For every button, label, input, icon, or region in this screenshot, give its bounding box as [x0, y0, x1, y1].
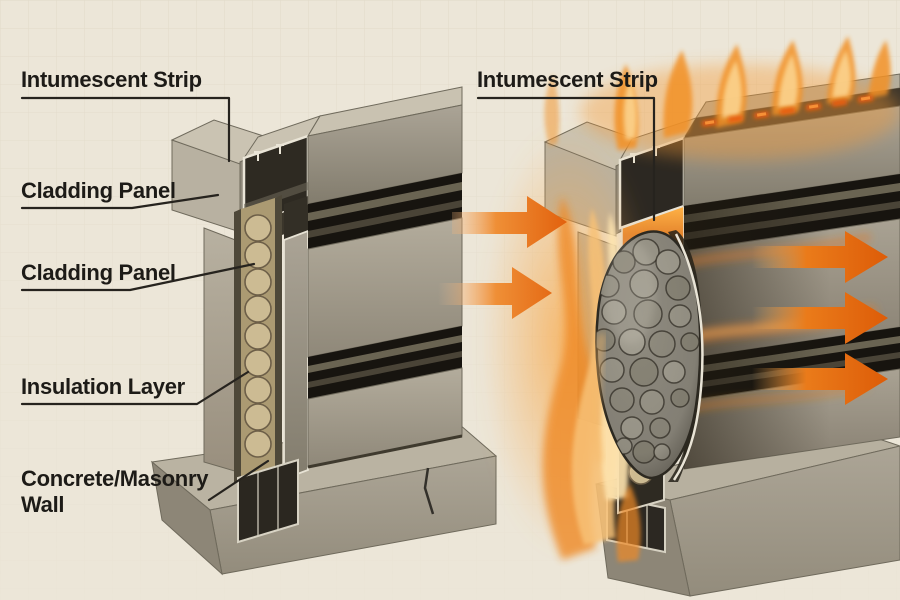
flame-lick [591, 333, 606, 463]
leader-insulation-layer [20, 370, 250, 406]
glowing-strip-dashes [701, 94, 874, 128]
leader-concrete-wall [207, 459, 270, 502]
panel-clip-hooks [630, 146, 660, 163]
heat-arrow-out-3 [752, 353, 888, 405]
heat-arrows-in [438, 196, 567, 319]
panel-clip-hooks [254, 144, 284, 161]
heat-arrow-out-2 [752, 292, 888, 344]
left-base-recess [237, 458, 299, 544]
label-cladding-panel-1: Cladding Panel [21, 178, 176, 203]
label-cladding-panel-2: Cladding Panel [21, 260, 176, 285]
leader-intumescent-strip-right [476, 96, 656, 222]
heat-arrows-out [752, 231, 888, 405]
panel-bottom-shadow [307, 434, 463, 469]
bowed-panel-edge [672, 233, 704, 481]
left-insulation-column [234, 195, 282, 489]
heat-arrow-in-2 [438, 267, 552, 319]
expanded-char-seal [591, 230, 704, 482]
label-concrete-masonry-wall: Concrete/Masonry Wall [21, 466, 209, 517]
label-insulation-layer: Insulation Layer [21, 374, 185, 399]
label-intumescent-strip-right: Intumescent Strip [477, 67, 658, 92]
heat-arrow-out-1 [752, 231, 888, 283]
base-crack [423, 467, 435, 515]
leader-intumescent-strip-left [20, 96, 231, 163]
label-intumescent-strip-left: Intumescent Strip [21, 67, 202, 92]
leader-cladding-panel-1 [20, 193, 220, 210]
heat-arrow-in-1 [452, 196, 567, 248]
left-cladding-panels [306, 86, 463, 469]
right-assembly [438, 36, 900, 597]
left-assembly [150, 86, 498, 576]
left-vertical-rail [283, 196, 309, 481]
left-concrete-wall [203, 227, 239, 473]
leader-lines [20, 96, 656, 502]
leader-cladding-panel-2 [20, 262, 256, 292]
